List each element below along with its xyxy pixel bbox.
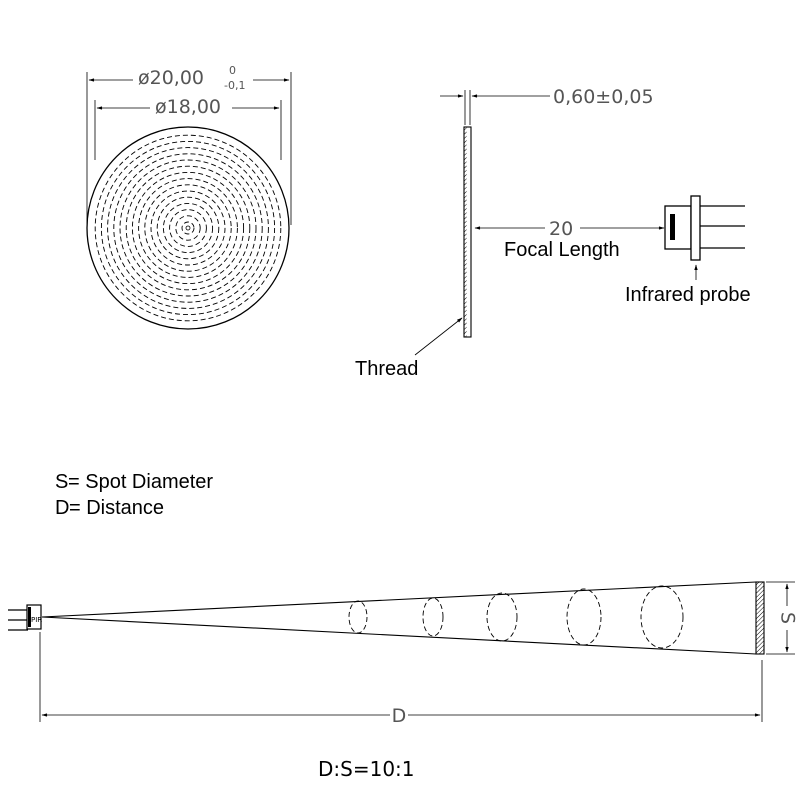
fresnel-groove [131, 171, 245, 285]
spot-ellipse [348, 600, 368, 634]
spot-ellipse [486, 592, 518, 642]
legend-spot-letter: S [55, 471, 68, 493]
sensor-icon: PIR [8, 604, 42, 631]
fresnel-groove [181, 221, 195, 235]
lens-side-view: 0,60±0,05 20 Focal Length Thread Infrare… [355, 86, 751, 380]
outer-tolerance-lower: -0,1 [224, 79, 245, 92]
fresnel-groove [113, 153, 263, 303]
fresnel-groove [107, 147, 269, 309]
spot-ellipse [422, 597, 444, 637]
distance-dimension-label: D [392, 705, 407, 727]
legend-spot-text: = Spot Diameter [68, 471, 213, 493]
focal-distance-value: 20 [549, 218, 573, 240]
fresnel-groove [138, 178, 238, 278]
spot-ellipse [566, 588, 602, 646]
outer-tolerance-upper: 0 [229, 64, 236, 77]
fresnel-grooves [94, 134, 282, 322]
spot-dimension-label: S [777, 612, 799, 624]
infrared-probe-label: Infrared probe [625, 284, 751, 306]
cone-upper-edge [41, 581, 757, 618]
legend-distance-letter: D [55, 497, 69, 519]
infrared-probe-icon [664, 195, 745, 280]
sensor-marking: PIR [31, 616, 42, 624]
legend: S = Spot Diameter D = Distance [55, 471, 213, 519]
fresnel-groove [169, 209, 207, 247]
fresnel-groove [119, 159, 257, 297]
inner-diameter-label: ø18,00 [155, 96, 221, 118]
fresnel-groove [100, 140, 276, 316]
legend-distance-text: = Distance [69, 497, 164, 519]
focal-length-label: Focal Length [504, 239, 620, 261]
cone-lower-edge [41, 616, 757, 655]
lens-front-view: ø20,00 0 -0,1 ø18,00 [86, 64, 292, 330]
lens-thread-texture [464, 127, 467, 337]
fresnel-groove [175, 215, 201, 241]
fresnel-groove [150, 190, 226, 266]
fresnel-groove [94, 134, 282, 322]
lens-outer-rim [86, 126, 290, 330]
target-surface [755, 581, 765, 655]
fresnel-groove [125, 165, 251, 291]
fresnel-groove [144, 184, 232, 272]
fresnel-groove [162, 202, 214, 254]
field-of-view-cone: PIR S D [8, 581, 799, 727]
outer-diameter-label: ø20,00 [138, 67, 204, 89]
thread-leader-line [414, 317, 463, 356]
lens-center-mark [185, 225, 191, 231]
thickness-label: 0,60±0,05 [553, 86, 654, 108]
thread-label: Thread [355, 358, 418, 380]
ratio-label: D:S=10:1 [318, 757, 415, 781]
fresnel-groove [156, 196, 220, 260]
spot-ellipse [640, 585, 684, 649]
